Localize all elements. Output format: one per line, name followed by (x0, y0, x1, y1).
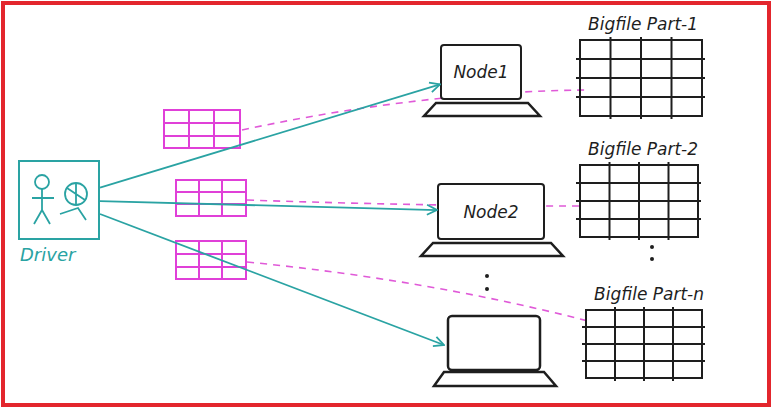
worker-laptop: Node2 (437, 183, 545, 240)
user-figures (32, 175, 87, 224)
partition-heading: Bigfile Part-1 (588, 14, 698, 34)
dashed-line (247, 262, 592, 322)
grid-outline (586, 310, 702, 378)
partition-heading: Bigfile Part-2 (588, 139, 698, 159)
table-grid (576, 37, 705, 119)
laptop-base (421, 243, 563, 256)
task-arrow (100, 214, 444, 345)
table-grid (582, 307, 705, 381)
task-table (176, 180, 246, 216)
worker-laptop (434, 316, 556, 386)
laptop-base (424, 103, 540, 116)
partition-heading: Bigfile Part-n (594, 284, 704, 304)
node-label: Node2 (439, 202, 543, 222)
frame-border (3, 3, 769, 405)
grid-outline (580, 40, 702, 116)
grid-outline (580, 165, 698, 237)
table-grid (576, 162, 701, 240)
data-partition: Bigfile Part-1 (580, 40, 702, 116)
task-arrow (100, 201, 437, 210)
data-partition: Bigfile Part-n (586, 310, 702, 378)
worker-laptop: Node1 (440, 44, 522, 100)
node-label: Node1 (442, 62, 520, 82)
task-table (164, 110, 240, 148)
dashed-line (242, 90, 585, 130)
driver-box: Driver (18, 160, 100, 240)
task-arrow (100, 84, 440, 187)
data-partition: Bigfile Part-2 (580, 165, 698, 237)
driver-outline (20, 162, 98, 238)
driver-label: Driver (20, 244, 75, 265)
